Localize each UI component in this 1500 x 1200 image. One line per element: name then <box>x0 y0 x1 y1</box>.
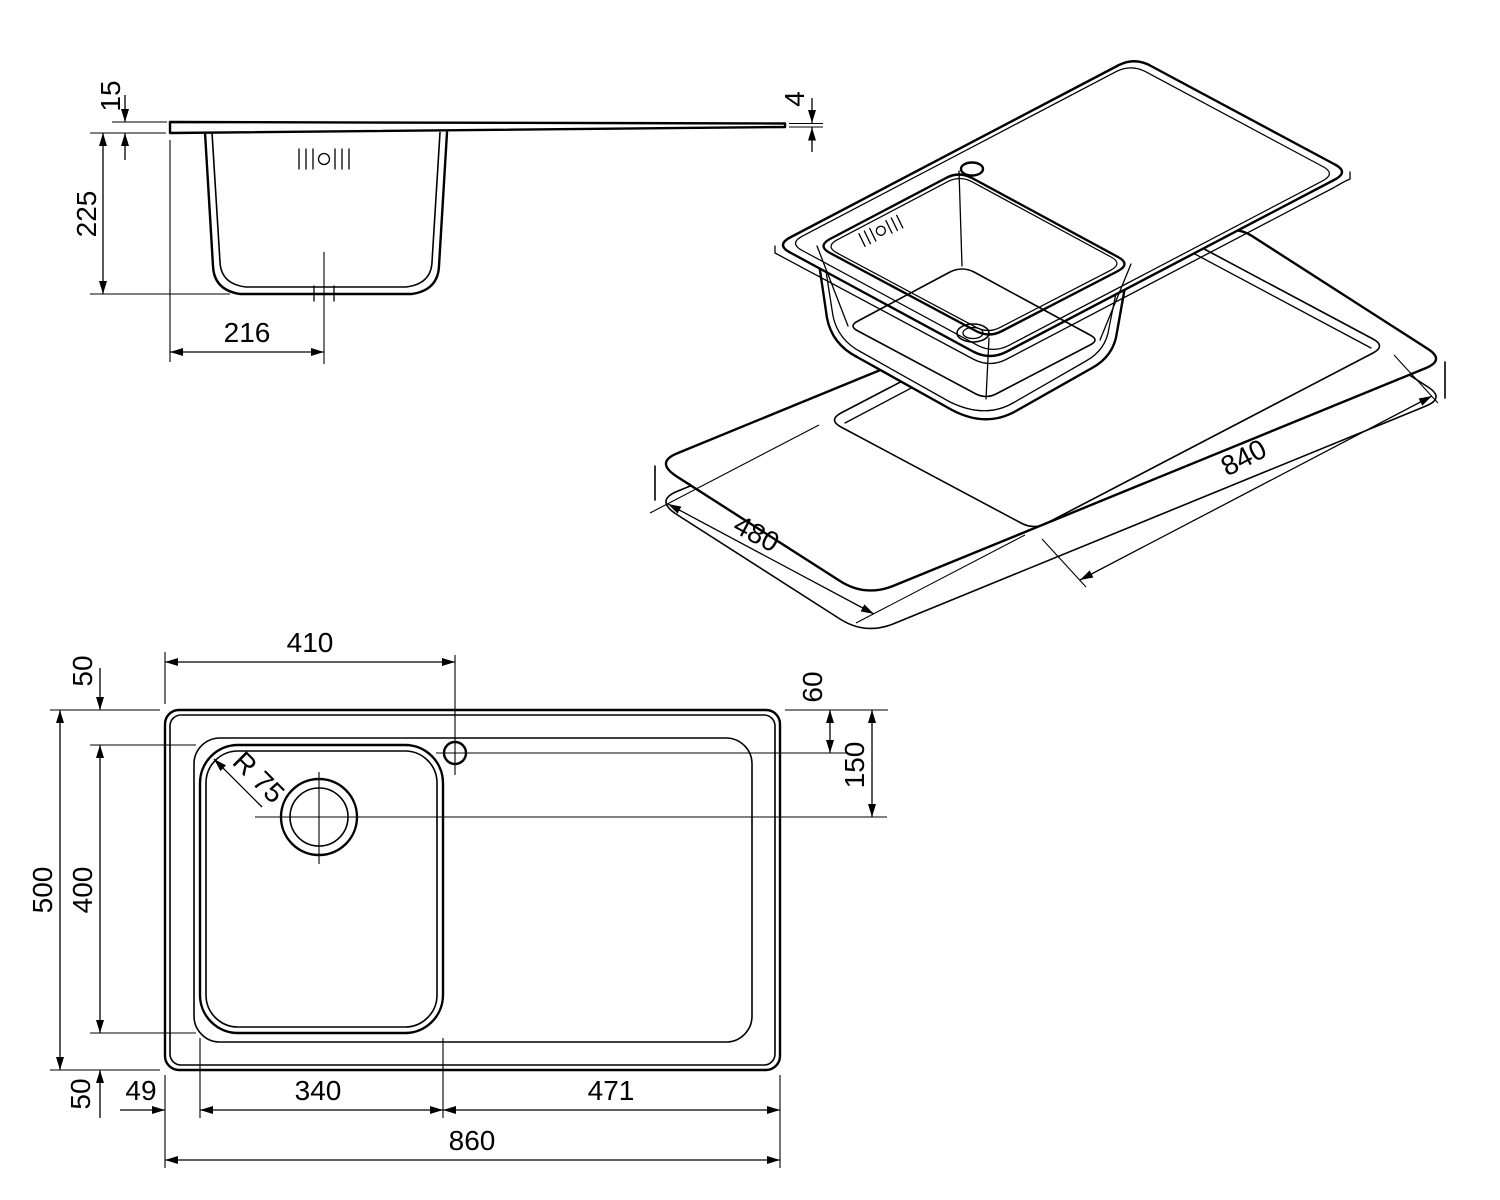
dim-label-drain-from-top: 150 <box>839 742 870 789</box>
dim-label-bowl-from-left: 49 <box>125 1075 156 1106</box>
plan-faucet-hole <box>436 655 848 775</box>
dim-label-drainer-width: 471 <box>588 1075 635 1106</box>
dim-label-top-inset: 50 <box>67 655 98 686</box>
dim-overall-depth: 500 <box>27 710 64 1070</box>
dim-label-rim-height: 15 <box>95 80 126 111</box>
dim-top-inset: 50 <box>67 655 104 710</box>
plan-bowl-outline <box>198 743 445 1035</box>
plan-view: 410 50 400 500 50 60 <box>27 627 888 1168</box>
dim-rim-height: 15 <box>90 80 167 160</box>
dim-label-corner-radius: R 75 <box>227 745 291 809</box>
dim-label-faucet-from-left: 410 <box>287 627 334 658</box>
dim-drainer-width: 471 <box>443 1075 780 1114</box>
dim-label-bowl-width: 340 <box>295 1075 342 1106</box>
dim-corner-radius: R 75 <box>213 745 291 809</box>
dim-bowl-depth: 225 <box>71 133 230 295</box>
iso-faucet-hole-pattern-symbol <box>858 214 904 247</box>
dim-bowl-from-left: 49 <box>120 1075 165 1114</box>
sink-rim-profile <box>168 120 787 135</box>
dim-overall-width: 860 <box>165 1125 780 1164</box>
faucet-hole-pattern-symbol <box>298 148 350 170</box>
dim-label-bowl-inner-depth: 400 <box>67 867 98 914</box>
dim-label-overall-width: 860 <box>449 1125 496 1156</box>
dim-bowl-width: 340 <box>200 1075 443 1114</box>
dim-bottom-inset: 50 <box>65 1070 104 1118</box>
iso-faucet-hole <box>959 161 985 177</box>
dim-label-drain-offset: 216 <box>224 317 271 348</box>
countertop <box>654 228 1446 630</box>
iso-sink-top <box>774 60 1351 365</box>
side-elevation-view: 15 225 216 4 <box>71 80 823 364</box>
dim-label-faucet-from-top: 60 <box>797 671 828 702</box>
iso-bowl-opening <box>816 170 1132 400</box>
dim-faucet-from-top: 60 <box>785 671 888 753</box>
plan-drain <box>255 772 887 864</box>
side-bowl-outline <box>203 131 449 302</box>
dim-label-bottom-inset: 50 <box>65 1078 96 1109</box>
dim-label-edge-thickness: 4 <box>779 91 810 107</box>
dim-drain-from-top: 150 <box>839 710 876 817</box>
dim-drain-offset: 216 <box>169 140 324 362</box>
dim-label-overall-depth: 500 <box>27 867 58 914</box>
dim-edge-thickness: 4 <box>779 91 823 152</box>
dim-bowl-inner-depth: 400 <box>67 745 104 1033</box>
plan-sink-outline <box>163 708 782 1072</box>
dim-label-bowl-depth: 225 <box>71 191 102 238</box>
isometric-view: 480 840 <box>649 60 1446 630</box>
dim-faucet-from-left: 410 <box>164 627 455 704</box>
